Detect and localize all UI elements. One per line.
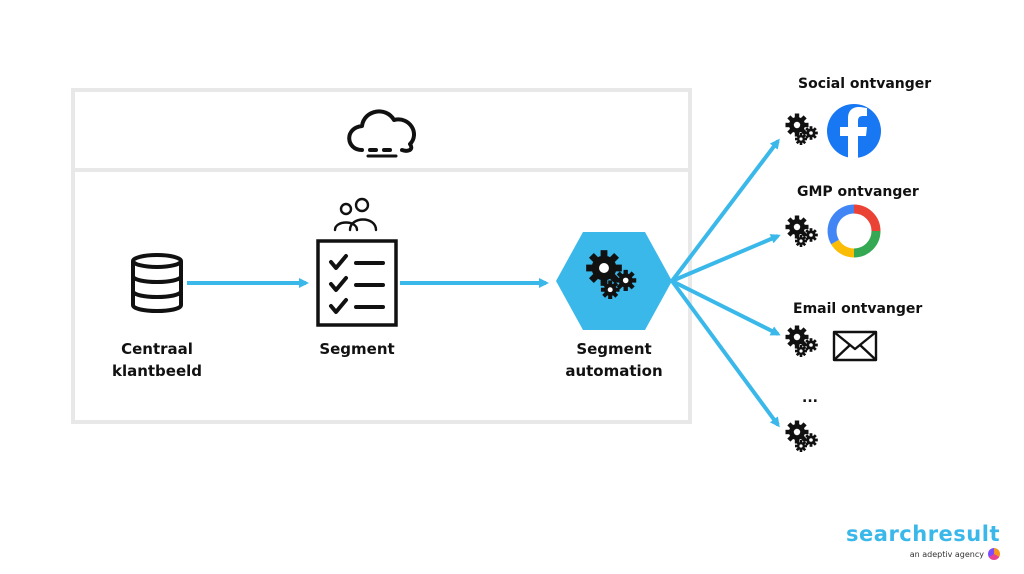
cloud-icon [347, 109, 416, 158]
gears-icon [785, 420, 818, 452]
automation-label-line2: automation [565, 362, 663, 380]
database-label: Centraal klantbeeld [107, 338, 207, 382]
database-label-line2: klantbeeld [111, 362, 203, 380]
facebook-icon [827, 104, 881, 158]
gmp-receiver-label: GMP ontvanger [797, 184, 919, 200]
automation-label: Segment automation [554, 338, 674, 382]
gears-icon [785, 113, 818, 145]
email-receiver-label: Email ontvanger [793, 301, 923, 317]
google-marketing-platform-icon [827, 204, 881, 258]
checklist-icon [316, 239, 398, 327]
segment-label: Segment [319, 340, 395, 358]
brand-logo: searchresult an adeptiv agency [846, 522, 1000, 560]
brand-tagline: an adeptiv agency [909, 549, 984, 559]
gears-icon [785, 325, 818, 357]
more-receivers-ellipsis: ... [802, 390, 818, 406]
database-label-line1: Centraal [121, 340, 193, 358]
arrow-to-social [670, 138, 780, 283]
distribution-arrows [670, 138, 781, 428]
arrow-to-more [670, 279, 780, 428]
social-receiver-label: Social ontvanger [798, 76, 932, 92]
arrow-to-gmp [671, 234, 781, 283]
database-icon [131, 253, 183, 313]
automation-label-line1: Segment [576, 340, 652, 358]
users-icon [333, 197, 378, 232]
brand-name: searchresult [846, 522, 1000, 546]
gears-icon [785, 215, 818, 247]
envelope-icon [832, 330, 878, 362]
brand-mark-icon [988, 548, 1000, 560]
arrow-to-email [671, 279, 781, 336]
brand-tagline-row: an adeptiv agency [846, 548, 1000, 560]
